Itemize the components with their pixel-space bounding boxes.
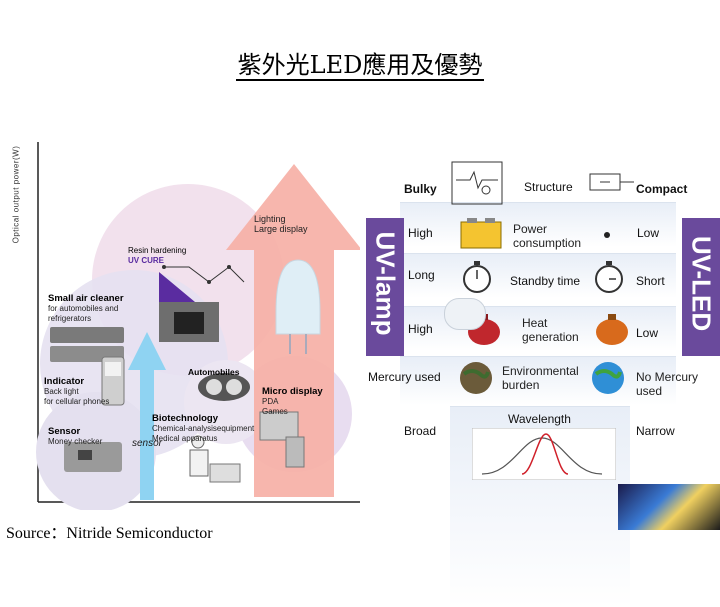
page-title-text: 紫外光LED應用及優勢 (235, 51, 485, 81)
wavelength-chart (472, 428, 616, 480)
micro-display-label: Micro display PDA Games (262, 387, 323, 417)
uv-lamp-label: UV-lamp (370, 231, 401, 336)
row-4-right: Low (636, 326, 659, 340)
row-5-left: Mercury used (368, 370, 441, 384)
micro-display-sub1: PDA (262, 397, 279, 406)
resin-label: Resin hardening UV CURE (128, 246, 186, 266)
resin-title: Resin hardening (128, 246, 187, 255)
row-2-center: Power consumption (513, 222, 582, 250)
row-6-center: Wavelength (508, 412, 571, 426)
stopwatch-right-icon (595, 261, 623, 293)
globe-polluted-icon (460, 362, 492, 394)
sensor-title: Sensor (48, 426, 81, 437)
indicator-label: Indicator Back light for cellular phones (44, 377, 109, 407)
comparison-panel: UV-lamp UV-LED (364, 160, 720, 607)
uv-lamp-bar: UV-lamp (366, 218, 404, 356)
micro-display-sub2: Games (262, 407, 288, 416)
row-6-right: Narrow (636, 424, 675, 438)
automobiles-label: Automobiles (188, 367, 239, 377)
row-3-center: Standby time (510, 274, 581, 288)
uv-led-bar: UV-LED (682, 218, 720, 356)
application-illustration (36, 142, 362, 512)
application-panel (14, 132, 362, 512)
stopwatch-left-icon (463, 261, 491, 293)
biotech-label: Biotechnology Chemical-analysisequipment… (152, 414, 254, 444)
lighting-label: Lighting Large display (254, 214, 308, 234)
biotech-title: Biotechnology (152, 413, 218, 424)
sensor-sub: Money checker (48, 437, 103, 446)
row-3-right: Short (636, 274, 665, 288)
steam-cloud-icon (444, 298, 486, 330)
row-1-right: Compact (636, 182, 688, 196)
row-2-left: High (408, 226, 433, 240)
row-4-left: High (408, 322, 433, 336)
battery-icon (460, 218, 502, 249)
decorative-corner-image (618, 484, 720, 530)
row-1-center: Structure (524, 180, 573, 194)
row-1-left: Bulky (404, 182, 437, 196)
biotech-sub2: Medical apparatus (152, 434, 218, 443)
air-cleaner-sub1: for automobiles and (48, 304, 119, 313)
circuit-sketch (451, 161, 634, 205)
automobiles-text: Automobiles (188, 367, 240, 377)
row-6-left: Broad (404, 424, 437, 438)
small-dot-icon (604, 232, 610, 238)
biotech-sub1: Chemical-analysisequipment (152, 424, 255, 433)
micro-display-title: Micro display (262, 386, 323, 397)
air-cleaner-title: Small air cleaner (48, 293, 124, 304)
row-5-center: Environmental burden (502, 364, 579, 392)
air-cleaner-label: Small air cleaner for automobiles and re… (48, 294, 124, 324)
row-band-4 (400, 356, 676, 405)
page-title: 紫外光LED應用及優勢 (0, 45, 720, 81)
row-band-2 (400, 253, 676, 298)
uv-led-label: UV-LED (686, 235, 717, 332)
sensor-label: Sensor Money checker (48, 427, 102, 447)
indicator-sub1: Back light (44, 387, 79, 396)
row-5-right: No Mercury used (636, 370, 699, 398)
resin-sub: UV CURE (128, 256, 165, 265)
source-caption: Source：Nitride Semiconductor (6, 525, 213, 542)
row-band-1 (400, 202, 676, 247)
globe-clean-icon (592, 362, 624, 394)
row-4-center: Heat generation (522, 316, 579, 344)
indicator-title: Indicator (44, 376, 85, 387)
y-axis-label: Optical output power(W) (11, 145, 21, 244)
sensor-small-label: sensor (132, 438, 163, 449)
air-cleaner-sub2: refrigerators (48, 314, 92, 323)
indicator-sub2: for cellular phones (44, 397, 110, 406)
row-3-left: Long (408, 268, 435, 282)
row-2-right: Low (637, 226, 660, 240)
large-display-text: Large display (254, 224, 308, 234)
lighting-text: Lighting (254, 214, 286, 224)
kettle-cool-icon (596, 314, 628, 345)
